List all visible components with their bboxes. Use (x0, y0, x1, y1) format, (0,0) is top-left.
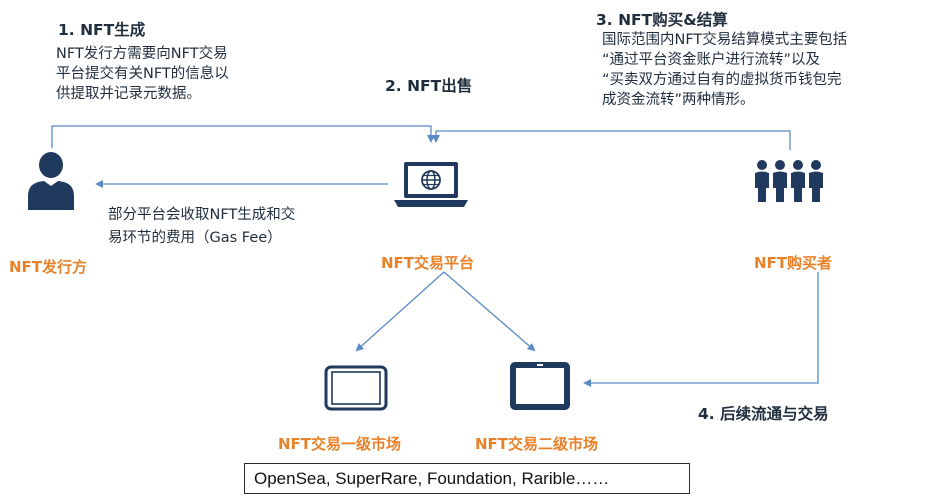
step2-title: 2. NFT出售 (385, 77, 473, 95)
laptop-globe-icon (392, 160, 470, 210)
buyer-label: NFT购买者 (754, 254, 833, 272)
fee-note-line-2: 易环节的费用（Gas Fee） (108, 230, 282, 246)
step1-title: 1. NFT生成 (58, 21, 146, 39)
platform-label: NFT交易平台 (381, 254, 475, 272)
arrow-issuer-to-platform (51, 125, 435, 148)
arrow-platform-to-primary (355, 271, 445, 352)
secondary-market-label: NFT交易二级市场 (475, 435, 599, 453)
step3-line-2: “通过平台资金账户进行流转”以及 (602, 52, 821, 68)
step3-line-3: “买卖双方通过自有的虚拟货币钱包完 (602, 72, 842, 88)
step4-title: 4. 后续流通与交易 (698, 405, 829, 423)
arrow-buyer-to-platform (432, 130, 791, 150)
issuer-label: NFT发行方 (9, 258, 88, 276)
step3-line-4: 成资金流转”两种情形。 (602, 92, 755, 108)
step1-line-3: 供提取并记录元数据。 (56, 86, 201, 102)
person-icon (26, 150, 76, 212)
fee-note: 部分平台会收取NFT生成和交 易环节的费用（Gas Fee） (108, 204, 295, 250)
step1-description: NFT发行方需要向NFT交易 平台提交有关NFT的信息以 供提取并记录元数据。 (56, 44, 229, 104)
arrow-platform-to-secondary (443, 271, 536, 352)
primary-market-label: NFT交易一级市场 (278, 435, 402, 453)
arrow-buyer-to-secondary (583, 272, 819, 387)
step3-description: 国际范围内NFT交易结算模式主要包括 “通过平台资金账户进行流转”以及 “买卖双… (602, 30, 847, 110)
tablet-landscape-icon (324, 365, 388, 411)
step3-line-1: 国际范围内NFT交易结算模式主要包括 (602, 32, 848, 48)
platform-examples-box: OpenSea, SuperRare, Foundation, Rarible…… (244, 463, 690, 494)
tablet-landscape-icon (508, 360, 572, 412)
step3-title: 3. NFT购买&结算 (596, 11, 728, 29)
step1-line-2: 平台提交有关NFT的信息以 (56, 66, 229, 82)
fee-note-line-1: 部分平台会收取NFT生成和交 (108, 207, 296, 223)
step1-line-1: NFT发行方需要向NFT交易 (56, 46, 228, 62)
group-icon (752, 158, 826, 204)
